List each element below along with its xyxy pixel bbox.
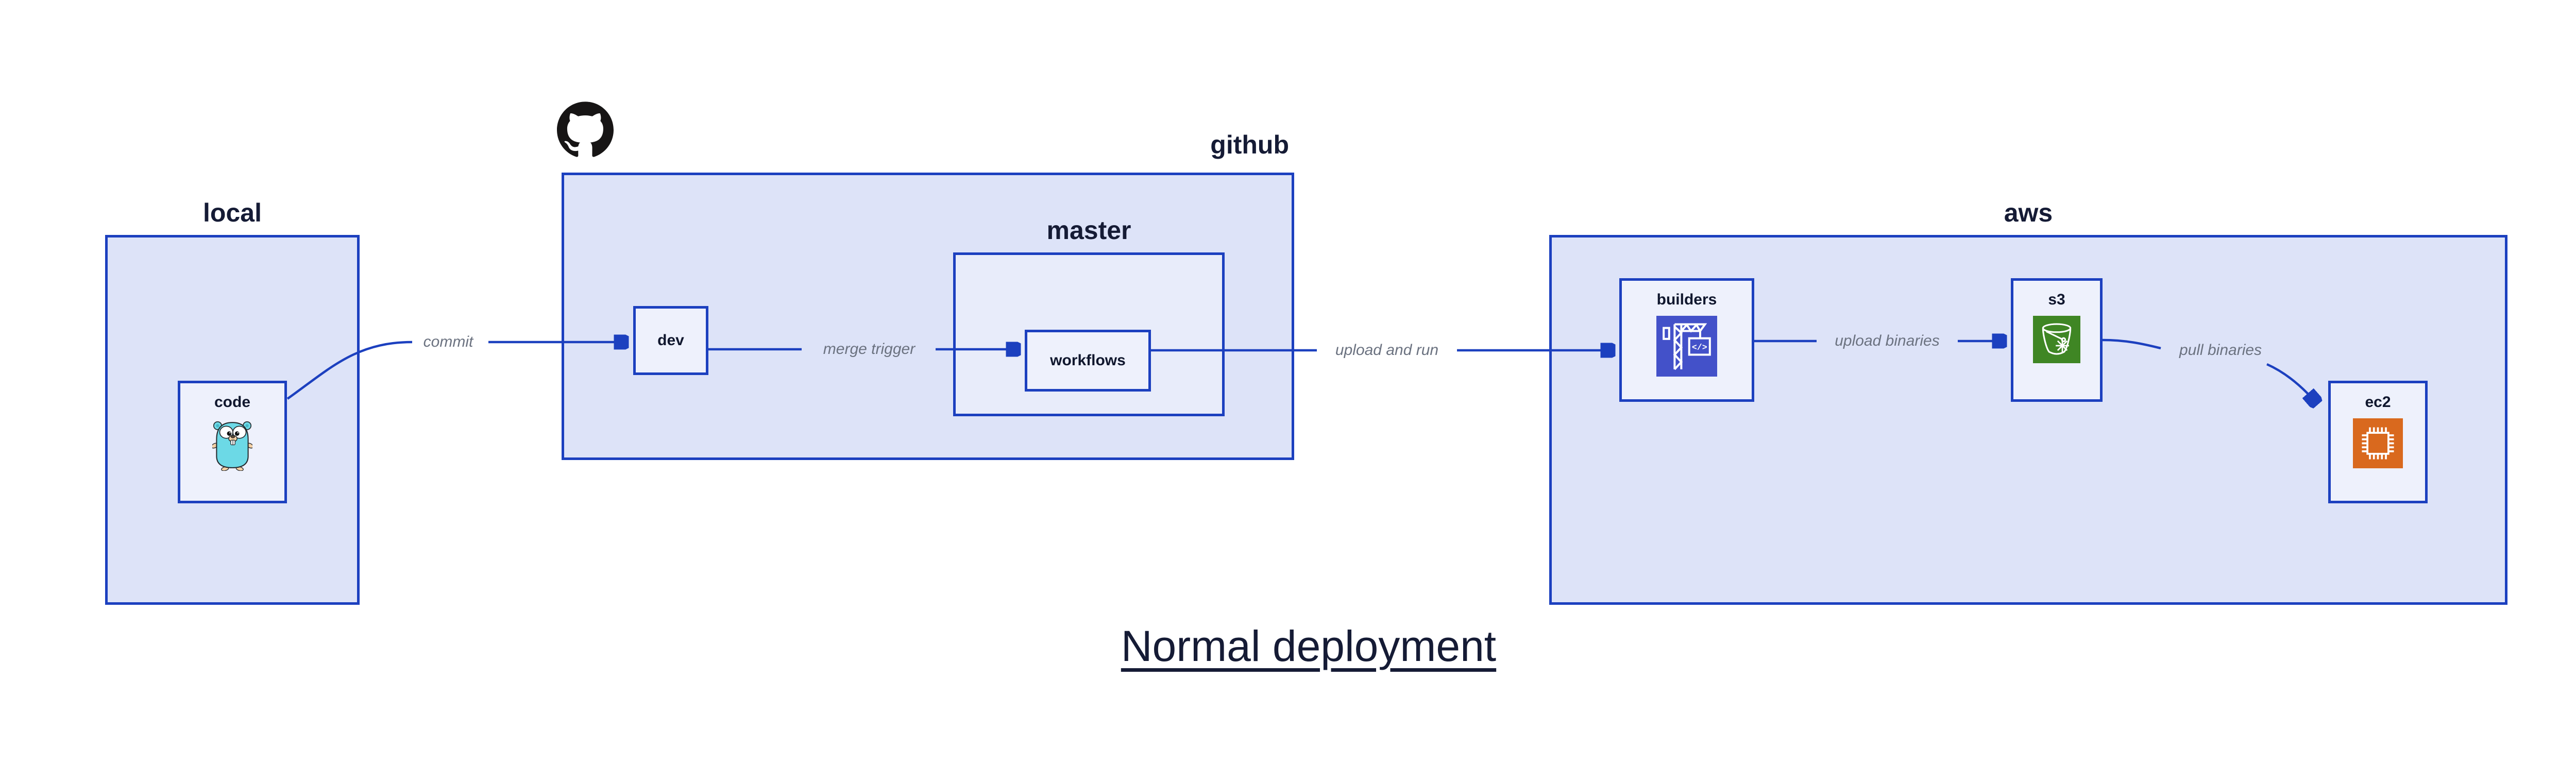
go-gopher-icon: [212, 421, 252, 471]
diagram-title: Normal deployment: [1087, 621, 1530, 671]
edge-label-pull-binaries: pull binaries: [2179, 342, 2262, 359]
s3-node: s3: [2011, 278, 2103, 402]
builders-node-label: builders: [1656, 291, 1717, 308]
s3-node-label: s3: [2048, 291, 2065, 308]
code-node: code: [178, 381, 287, 503]
edge-label-merge-trigger: merge trigger: [823, 341, 916, 358]
builders-node: builders </>: [1619, 278, 1754, 402]
ec2-chip-icon: [2353, 418, 2403, 468]
code-node-label: code: [214, 394, 251, 411]
ec2-node: ec2: [2328, 381, 2428, 503]
edge-pull-binaries: [2102, 338, 2316, 403]
edge-label-upload-and-run: upload and run: [1335, 342, 1439, 359]
dev-node: dev: [633, 306, 708, 375]
diagram-title-text: Normal deployment: [1121, 622, 1497, 670]
github-octocat-icon: [557, 101, 614, 157]
github-group-label: github: [1210, 130, 1289, 159]
workflows-node-label: workflows: [1050, 352, 1126, 369]
codebuild-crane-icon: </>: [1656, 316, 1717, 377]
edge-label-upload-binaries: upload binaries: [1835, 332, 1940, 349]
dev-node-label: dev: [657, 332, 684, 349]
master-group-label: master: [1046, 216, 1131, 245]
s3-glacier-bucket-icon: [2033, 316, 2080, 363]
workflows-node: workflows: [1025, 330, 1151, 392]
aws-group-label: aws: [2004, 198, 2053, 227]
edge-label-commit: commit: [423, 333, 473, 350]
edge-commit: [286, 342, 626, 400]
code-glyph: </>: [1692, 343, 1707, 352]
local-group-label: local: [203, 198, 262, 227]
ec2-node-label: ec2: [2365, 394, 2391, 411]
